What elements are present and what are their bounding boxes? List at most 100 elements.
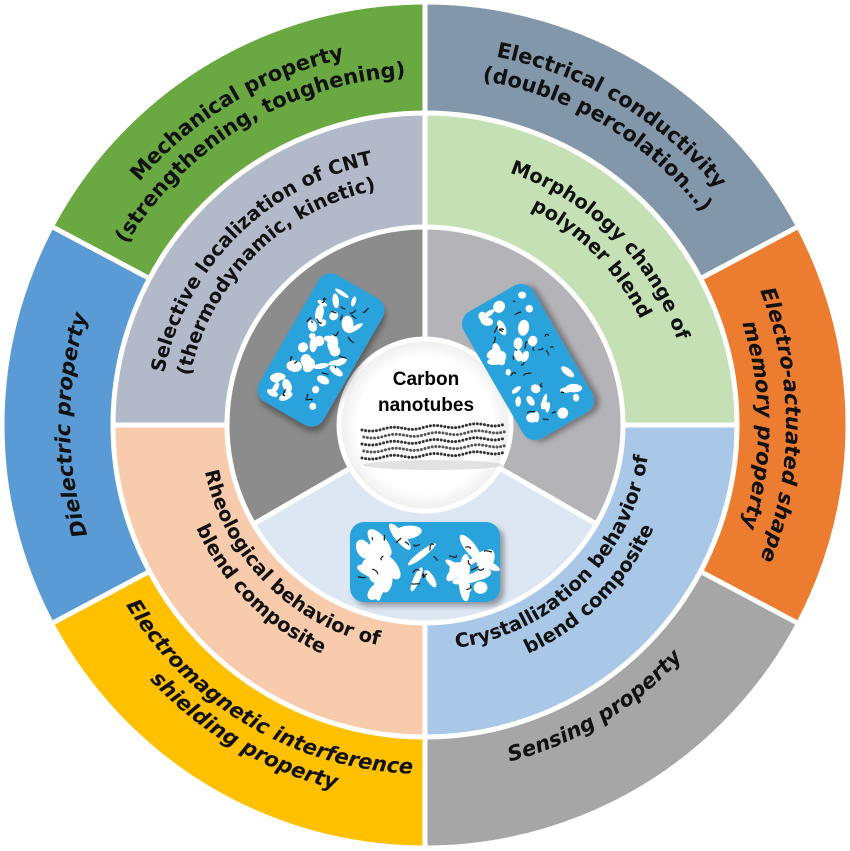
nanotube-atom [468,436,472,440]
dispersed-phase-particle [341,315,354,333]
nanotube-atom [418,440,422,444]
dispersed-phase-particle [318,319,327,327]
dispersed-phase-particle [335,288,349,298]
cnt-fiber [422,573,425,577]
dispersed-phase-particle [528,335,538,347]
nanotube-atom [410,427,414,431]
sector-sensing-property [425,571,800,849]
nanotube-atom [425,453,429,457]
nanotube-atom [481,429,485,433]
dispersed-phase-particle [329,345,341,357]
cnt-fiber [512,300,516,303]
dispersed-phase-particle [572,393,580,402]
nanotube-atom [401,433,405,437]
nanotube-atom [389,425,393,429]
cnt-fiber [523,372,532,377]
nanotube-atom [450,440,454,444]
cnt-fiber [510,372,517,376]
nanotube-atom [477,429,481,433]
cnt-fiber [395,537,402,544]
nanotube-atom [497,452,501,456]
cnt-fiber [470,565,480,572]
nanotube-atom [364,443,368,447]
nanotube-atom [500,451,504,455]
nanotube-atom [418,454,422,458]
dispersed-phase-particle [317,299,328,307]
divider-line [699,569,801,627]
cnt-fiber [520,361,525,366]
dispersed-phase-particle [469,569,492,581]
dispersed-phase-particle [355,539,372,559]
dispersed-phase-particle [309,402,317,410]
nanotube-atom [457,453,461,457]
nanotube-atom [403,441,407,445]
nanotube-atom [443,425,447,429]
nanotube-shadow [363,460,503,470]
cnt-fiber [306,317,312,323]
nanotube-atom [450,454,454,458]
divider-line [49,569,151,627]
nanotube-atom [457,425,461,429]
nanotube-atom [428,452,432,456]
nanotube-atom [407,455,411,459]
nanotube-atom [468,450,472,454]
nanotube-atom [378,428,382,432]
nanotube-atom [452,447,456,451]
cnt-fiber [544,333,550,337]
cnt-fiber [422,573,428,579]
sector-electro-actuated-shape-memory [700,225,850,625]
nanotube-atom [463,431,467,435]
nanotube-atom [488,430,492,434]
nanotube-atom [439,424,443,428]
nanotube-atom [387,433,391,437]
nanotube-atom [452,433,456,437]
dispersed-phase-particle [511,386,521,394]
nanotube-atom [392,453,396,457]
nanotube-atom [484,430,488,434]
nanotube-atom [403,427,407,431]
divider-line [49,223,151,281]
cnt-fiber [492,336,496,344]
nanotube-atom [446,453,450,457]
nanotube-atom [371,443,375,447]
sector-electrical-conductivity [425,1,800,279]
sector-mechanical-property [50,1,426,279]
nanotube-atom [464,437,468,441]
nanotube-atom [396,453,400,457]
dispersed-phase-particle [334,357,347,367]
composite-micrograph-right [461,283,595,441]
nanotube-atom [378,456,382,460]
nanotube-atom [475,422,479,426]
nanotube-atom [419,447,423,451]
cnt-fiber [483,550,493,553]
cnt-fiber [282,389,287,396]
dispersed-phase-particle [565,383,583,393]
nanotube-atom [407,427,411,431]
nanotube-atom [423,433,427,437]
nanotube-atom [360,428,364,432]
nanotube-atom [373,450,377,454]
dispersed-phase-particle [478,311,487,322]
nanotube-atom [410,441,414,445]
nanotube-atom [499,445,503,449]
nanotube-atom [401,447,405,451]
nanotube-atom [398,446,402,450]
cnt-fiber [493,325,499,333]
nanotube-atom [473,443,477,447]
nanotube-atom [371,429,375,433]
nanotube-atom [479,450,483,454]
nanotube-atom [374,457,378,461]
nanotube-atom [470,443,474,447]
nanotube-atom [445,432,449,436]
nanotube-atom [463,445,467,449]
nanotube-atom [482,423,486,427]
cnt-fiber [499,328,504,333]
nanotube-atom [432,424,436,427]
dispersed-phase-particle [329,365,343,377]
nanotube-atom [360,456,364,460]
nanotube-atom [490,452,494,456]
dispersed-phase-particle [530,384,541,394]
cnt-fiber [550,346,554,348]
nanotube-atom [479,422,483,426]
